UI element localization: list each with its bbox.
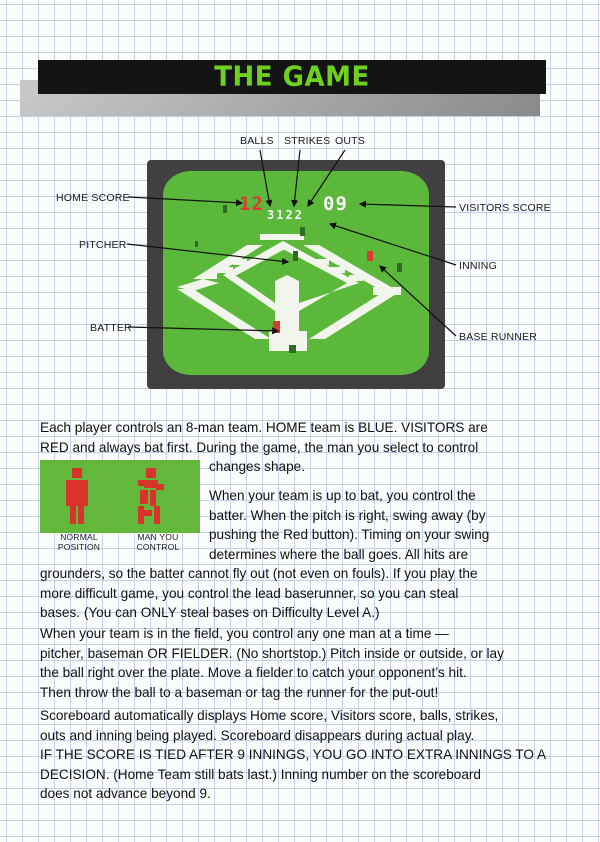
p2-line: bases. (You can ONLY steal bases on Diff… [40, 605, 380, 621]
p2-line: When your team is up to bat, you control… [209, 488, 476, 503]
p1-line: RED and always bat first. During the gam… [40, 439, 479, 455]
label-home-score: HOME SCORE [56, 192, 130, 204]
label-visitors-score: VISITORS SCORE [459, 202, 551, 214]
count-display: 3122 [267, 208, 304, 222]
label-inning: INNING [459, 260, 497, 272]
baseball-field [177, 205, 402, 353]
p2-line: batter. When the pitch is right, swing a… [209, 507, 486, 523]
home-score-display: 12 [239, 193, 264, 215]
caption-line: POSITION [57, 542, 101, 552]
p3-line: Then throw the ball to a baseman or tag … [40, 684, 439, 700]
normal-player-icon [66, 468, 88, 524]
p4-line: DECISION. (Home Team still bats last.) I… [40, 766, 481, 782]
p1-line: changes shape. [209, 459, 305, 475]
p1-line: Each player controls an 8-man team. HOME… [40, 420, 488, 435]
p2-line: pushing the Red button). Timing on your … [209, 527, 490, 543]
paragraph-4: Scoreboard automatically displays Home s… [40, 706, 546, 804]
label-base-runner: BASE RUNNER [459, 331, 538, 343]
label-pitcher: PITCHER [79, 239, 127, 251]
label-balls: BALLS [240, 135, 274, 147]
label-outs: OUTS [335, 135, 365, 147]
p2-line: more difficult game, you control the lea… [40, 585, 459, 601]
title-banner: THE GAME [38, 60, 546, 94]
p4-line: Scoreboard automatically displays Home s… [40, 708, 499, 723]
player-figures [66, 468, 164, 524]
paragraph-1: Each player controls an 8-man team. HOME… [40, 418, 488, 477]
page-title: THE GAME [214, 61, 370, 93]
label-batter: BATTER [90, 322, 132, 334]
caption-line: NORMAL [60, 532, 98, 542]
caption-normal-position: NORMAL POSITION [52, 532, 106, 552]
p3-line: When your team is in the field, you cont… [40, 626, 449, 641]
p4-line: outs and inning being played. Scoreboard… [40, 727, 475, 743]
caption-line: MAN YOU [137, 532, 179, 542]
label-strikes: STRIKES [284, 135, 331, 147]
p4-line: IF THE SCORE IS TIED AFTER 9 INNINGS, YO… [40, 747, 547, 763]
p3-line: pitcher, baseman OR FIELDER. (No shortst… [40, 645, 504, 661]
infield-lines [177, 234, 401, 351]
player-shape-figure [40, 460, 200, 533]
paragraph-3: When your team is in the field, you cont… [40, 624, 504, 702]
p2-line: grounders, so the batter cannot fly out … [40, 566, 478, 581]
paragraph-2b: grounders, so the batter cannot fly out … [40, 564, 478, 623]
p2-line: determines where the ball goes. All hits… [209, 546, 469, 562]
caption-man-you-control: MAN YOU CONTROL [128, 532, 188, 552]
p4-line: does not advance beyond 9. [40, 786, 211, 802]
players [195, 205, 402, 353]
caption-line: CONTROL [136, 542, 180, 552]
paragraph-2a: When your team is up to bat, you control… [209, 486, 489, 564]
controlled-player-icon [138, 468, 164, 524]
p3-line: the ball right over the plate. Move a fi… [40, 665, 467, 681]
visitors-score-display: 09 [323, 193, 348, 215]
